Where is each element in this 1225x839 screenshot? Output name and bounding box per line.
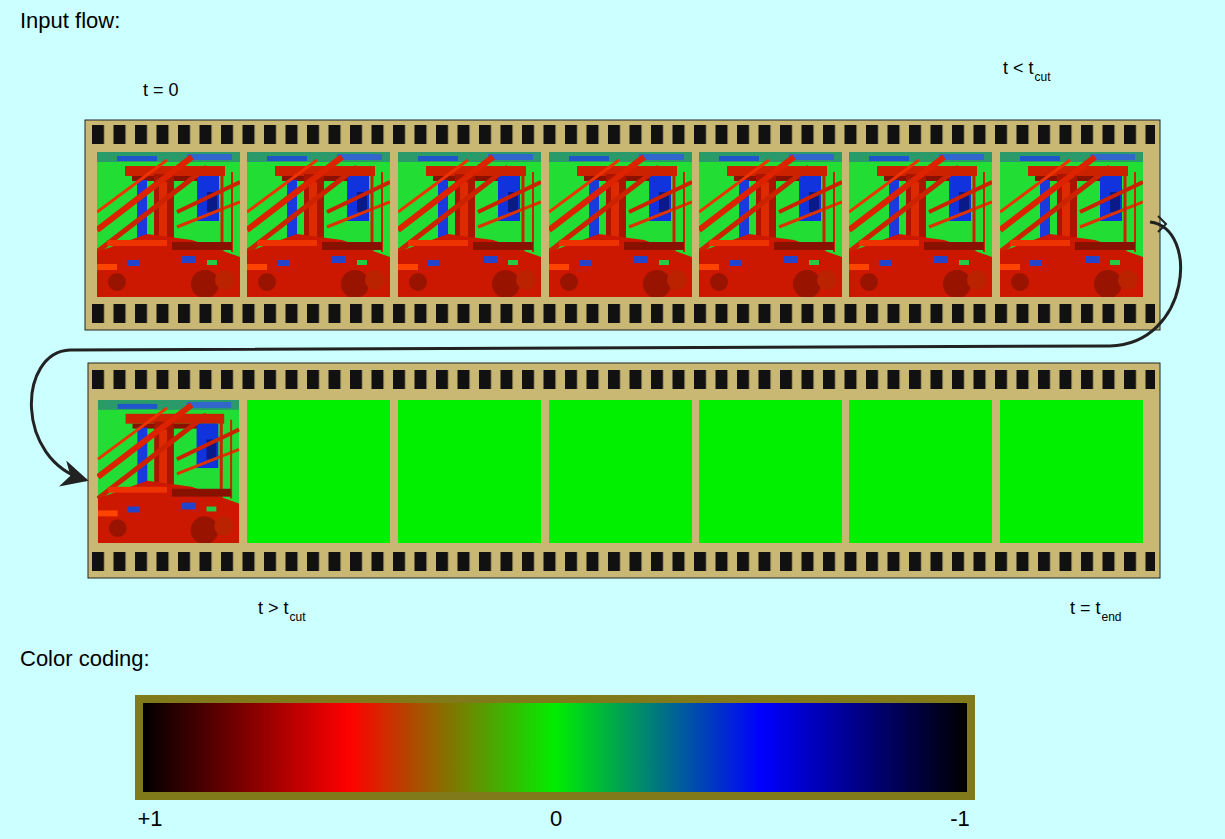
scale-value: 0	[550, 806, 562, 832]
section-heading: Color coding:	[20, 646, 150, 672]
scale-value: +1	[137, 806, 162, 832]
time-label: t = t	[1070, 598, 1101, 620]
time-label: t < t	[1003, 58, 1034, 80]
scale-value: -1	[950, 806, 970, 832]
subscript: cut	[290, 610, 306, 624]
section-heading: Input flow:	[20, 8, 120, 34]
subscript: cut	[1035, 70, 1051, 84]
subscript: end	[1102, 610, 1122, 624]
time-label: t > t	[258, 598, 289, 620]
time-label: t = 0	[143, 80, 179, 102]
